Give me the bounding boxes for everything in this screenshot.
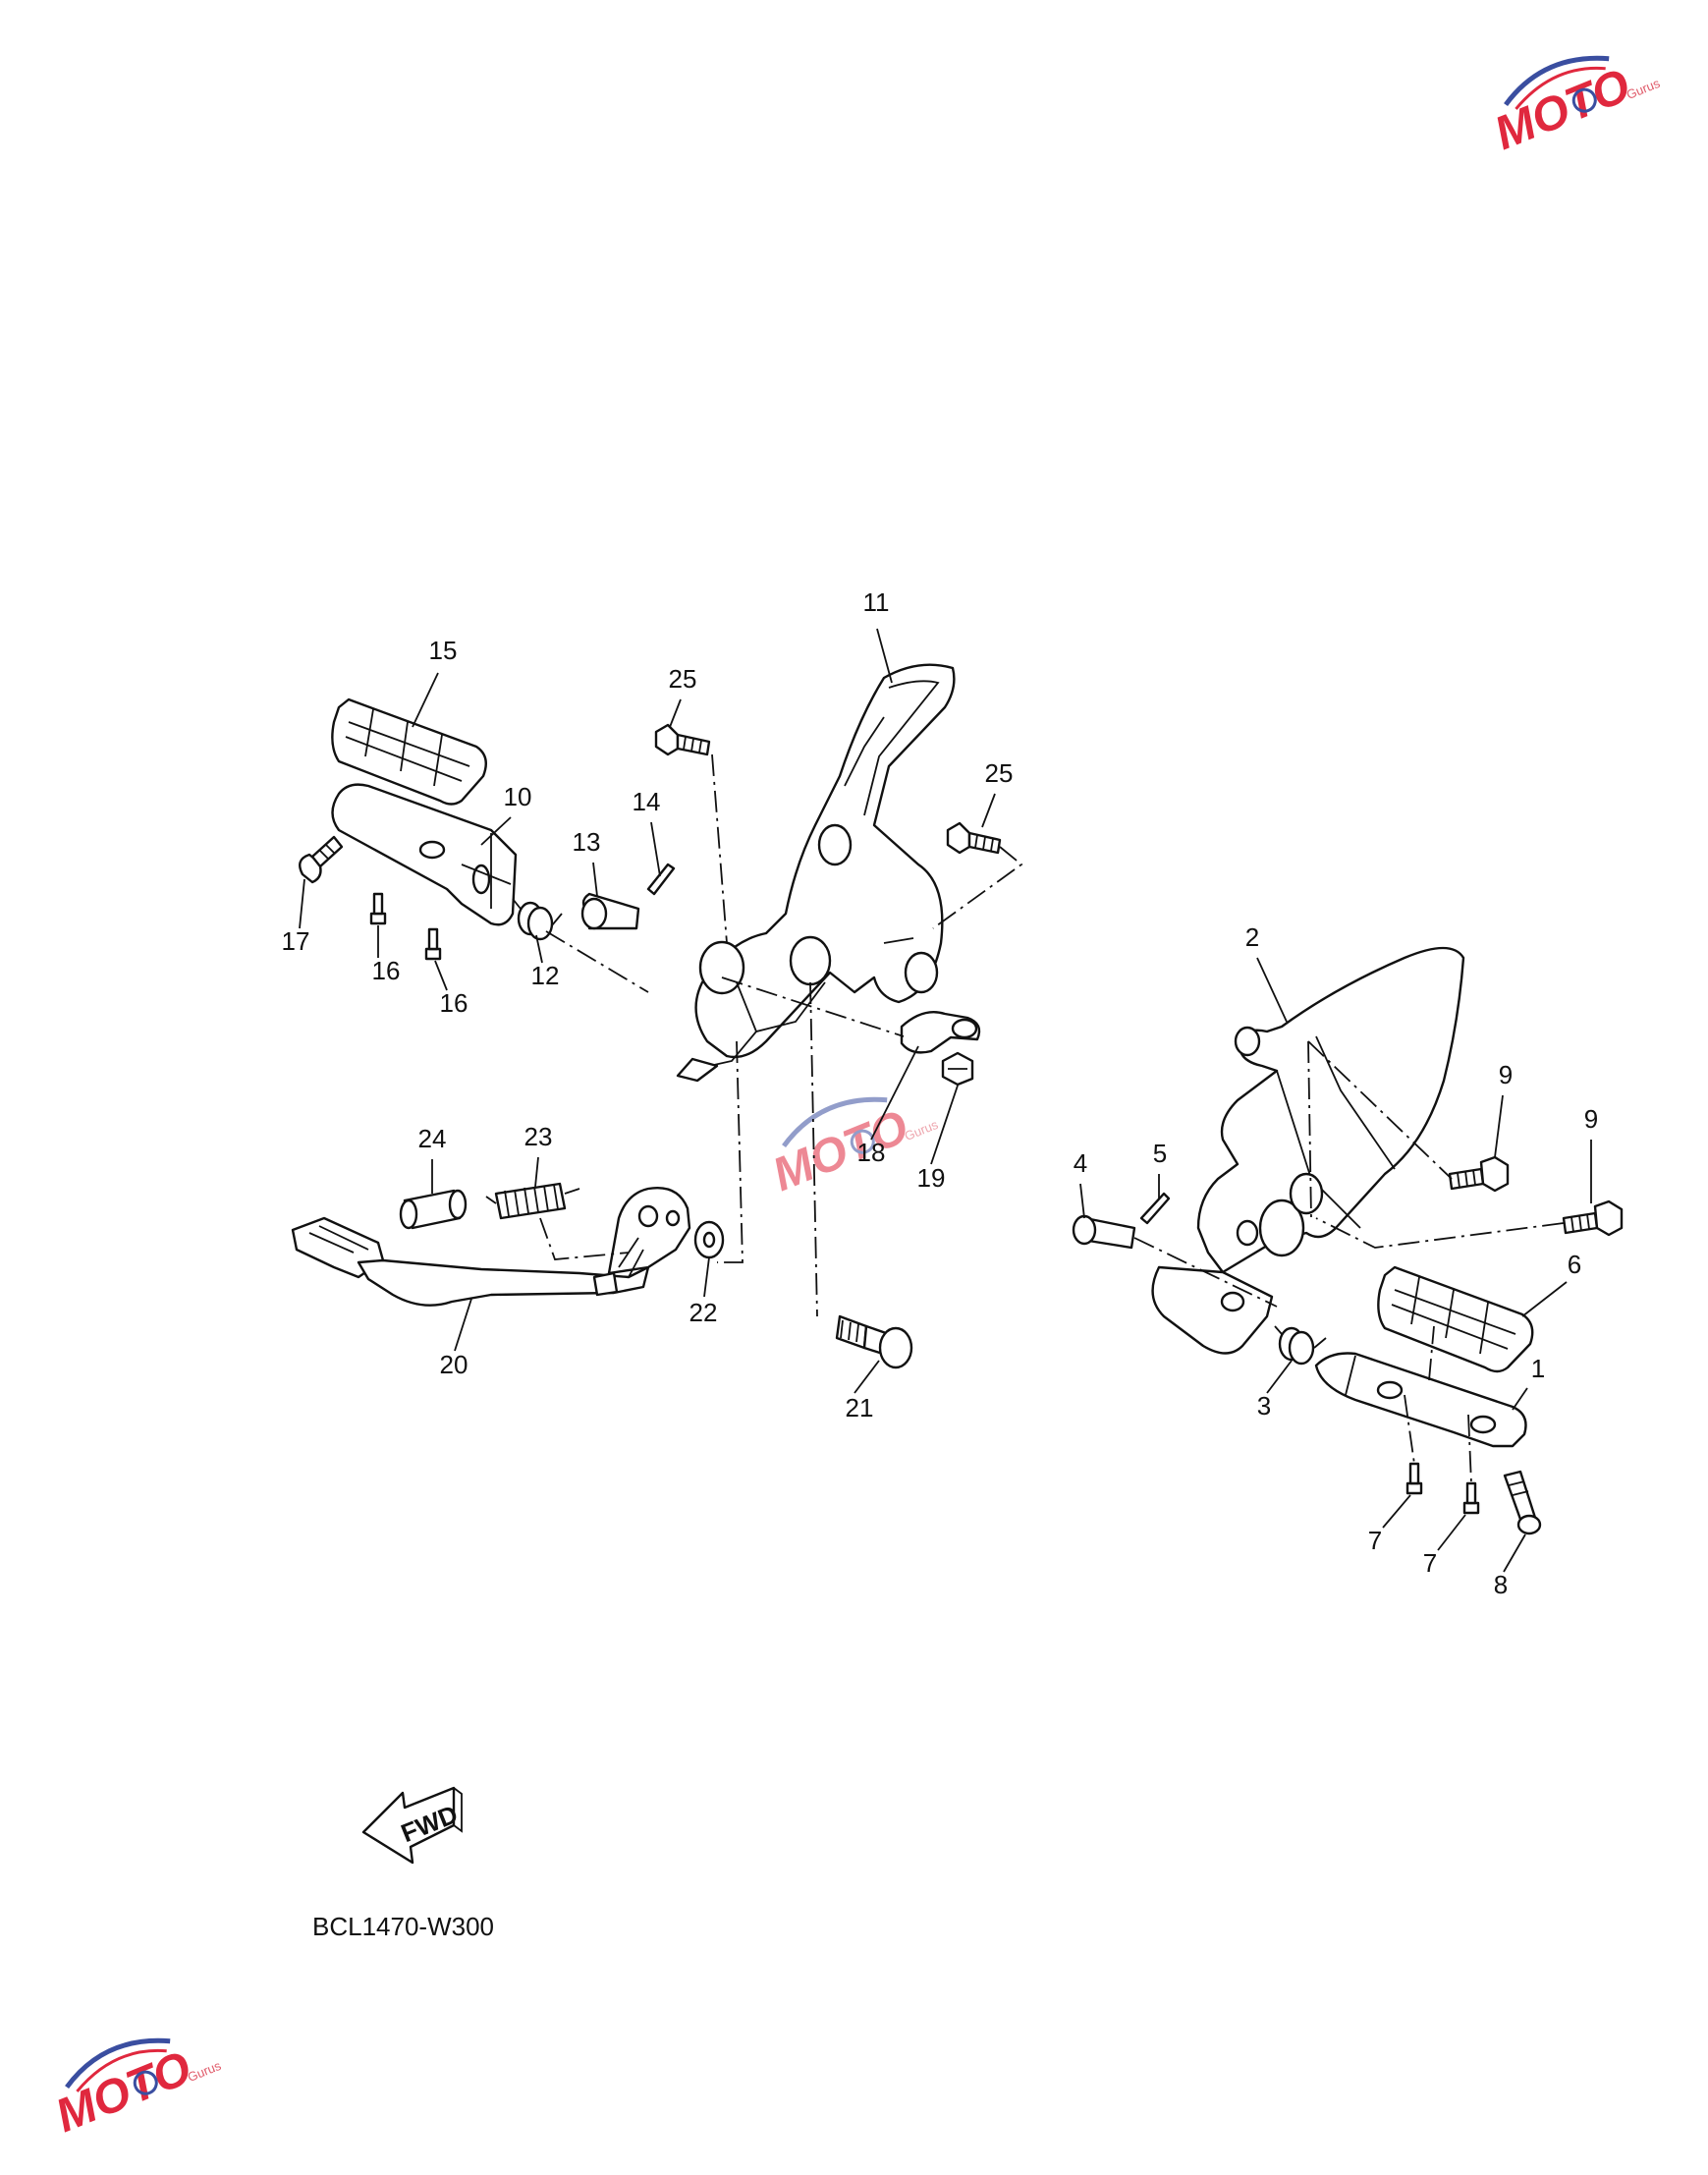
callout-24: 24 bbox=[418, 1124, 447, 1153]
callout-7: 7 bbox=[1368, 1526, 1382, 1555]
leader-lines bbox=[299, 628, 1592, 1573]
callout-13: 13 bbox=[573, 827, 601, 857]
callout-22: 22 bbox=[689, 1298, 718, 1327]
watermark-center: MOTO Gurus bbox=[766, 1096, 941, 1201]
part-10-footrest bbox=[331, 783, 518, 926]
gear-icon bbox=[133, 2070, 158, 2095]
callout-25: 25 bbox=[985, 758, 1014, 788]
callout-1: 1 bbox=[1531, 1354, 1545, 1383]
callout-12: 12 bbox=[531, 961, 560, 990]
callout-11: 11 bbox=[863, 587, 890, 617]
watermark-brand: MOTO bbox=[766, 1100, 916, 1201]
part-1-footrest bbox=[1314, 1352, 1527, 1448]
part-24-collar bbox=[399, 1189, 468, 1230]
part-16-bolt-b bbox=[424, 927, 442, 961]
callout-4: 4 bbox=[1074, 1148, 1087, 1178]
alignment-lines-right bbox=[1133, 1040, 1565, 1484]
watermark-tagline: Gurus bbox=[1625, 76, 1663, 102]
part-17-pin bbox=[299, 835, 344, 884]
part-25-bolt-a bbox=[654, 723, 711, 756]
part-8-pin bbox=[1503, 1470, 1542, 1535]
callout-21: 21 bbox=[846, 1393, 874, 1422]
part-19-bolt bbox=[941, 1051, 974, 1087]
part-13-pin bbox=[580, 892, 640, 930]
callout-5: 5 bbox=[1153, 1139, 1167, 1168]
callout-16: 16 bbox=[440, 988, 468, 1018]
callout-7: 7 bbox=[1423, 1548, 1437, 1578]
callout-19: 19 bbox=[917, 1163, 946, 1193]
callout-25: 25 bbox=[669, 664, 697, 694]
gear-icon bbox=[1571, 87, 1597, 113]
part-4-pin bbox=[1072, 1214, 1136, 1250]
part-5-cotter-pin bbox=[1139, 1192, 1171, 1225]
callout-labels: 11 25 25 15 10 14 13 17 16 16 12 18 19 2… bbox=[282, 587, 1599, 1599]
part-7-bolt-a bbox=[1405, 1462, 1423, 1495]
callout-18: 18 bbox=[857, 1138, 886, 1167]
part-23-spring bbox=[485, 1182, 580, 1220]
part-14-cotter-pin bbox=[646, 863, 676, 896]
watermark-tagline: Gurus bbox=[903, 1117, 941, 1143]
callout-8: 8 bbox=[1494, 1570, 1508, 1599]
watermark-bottom-left: MOTO Gurus bbox=[49, 2037, 224, 2143]
callout-10: 10 bbox=[504, 782, 532, 811]
callout-20: 20 bbox=[440, 1350, 468, 1379]
callout-9: 9 bbox=[1584, 1104, 1598, 1134]
watermark-tagline: Gurus bbox=[186, 2058, 224, 2085]
part-16-bolt-a bbox=[369, 892, 387, 925]
fwd-arrow-icon: FWD bbox=[361, 1786, 463, 1865]
part-15-rubber bbox=[331, 697, 487, 806]
callout-14: 14 bbox=[633, 787, 661, 816]
callout-15: 15 bbox=[429, 636, 458, 665]
alignment-lines-left bbox=[539, 753, 1023, 1317]
part-12-spring bbox=[512, 898, 563, 941]
part-21-bolt bbox=[835, 1314, 913, 1369]
watermark-top-right: MOTO Gurus bbox=[1488, 55, 1663, 160]
part-9-bolt-a bbox=[1448, 1155, 1510, 1193]
callout-9: 9 bbox=[1499, 1060, 1513, 1089]
part-9-bolt-b bbox=[1562, 1199, 1624, 1237]
callout-6: 6 bbox=[1568, 1250, 1581, 1279]
part-22-washer bbox=[693, 1220, 725, 1259]
part-20-brake-pedal bbox=[291, 1187, 691, 1307]
callout-2: 2 bbox=[1245, 922, 1259, 952]
callout-16: 16 bbox=[372, 956, 401, 985]
callout-23: 23 bbox=[524, 1122, 553, 1151]
diagram-code: BCL1470-W300 bbox=[312, 1912, 494, 1941]
part-7-bolt-b bbox=[1462, 1481, 1480, 1515]
part-2-right-bracket bbox=[1151, 946, 1465, 1355]
part-25-bolt-b bbox=[946, 821, 1002, 855]
callout-3: 3 bbox=[1257, 1391, 1271, 1421]
callout-17: 17 bbox=[282, 926, 310, 956]
part-3-spring bbox=[1274, 1325, 1327, 1366]
part-6-rubber bbox=[1377, 1265, 1534, 1373]
part-18-clamp bbox=[900, 1010, 981, 1054]
